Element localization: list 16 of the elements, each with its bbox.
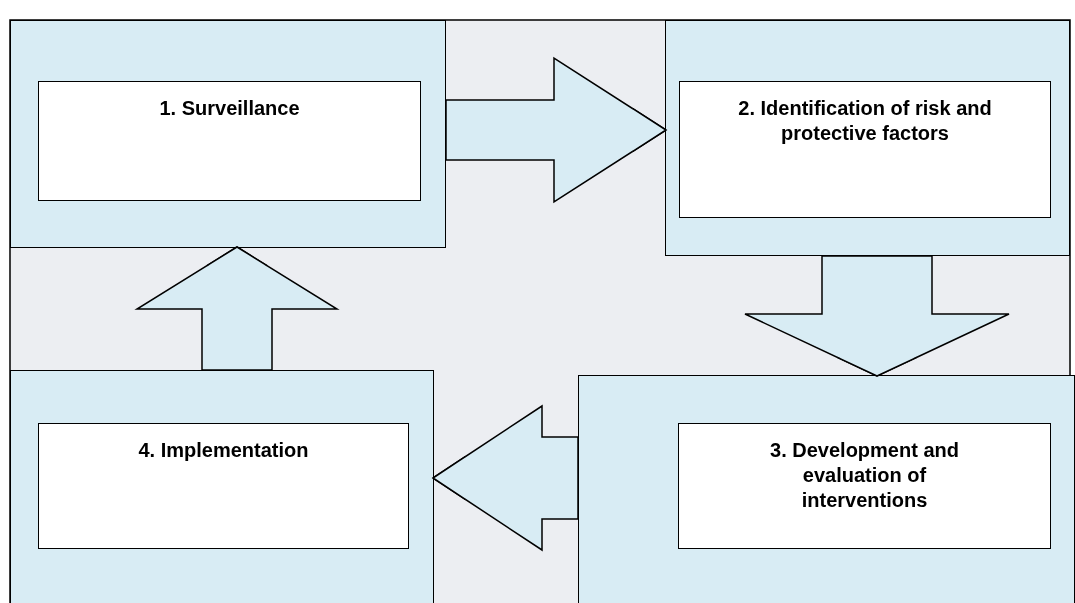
process-box: [38, 81, 421, 201]
step-label: 4. Implementation: [137, 438, 310, 463]
stage-panel: [10, 370, 434, 603]
step-label: 1. Surveillance: [158, 96, 301, 121]
stage-panel: [578, 375, 1075, 603]
process-box: [679, 81, 1051, 218]
block-arrow: [134, 246, 340, 371]
block-arrow: [445, 56, 667, 204]
step-label: 3. Development and evaluation of interventions: [769, 438, 960, 513]
block-arrow: [432, 404, 579, 552]
stage-panel: [10, 20, 446, 248]
stage-panel: [665, 20, 1070, 256]
process-box: [38, 423, 409, 549]
block-arrow: [744, 255, 1010, 377]
step-label: 2. Identification of risk and protective factors: [737, 96, 993, 146]
process-box: [678, 423, 1051, 549]
